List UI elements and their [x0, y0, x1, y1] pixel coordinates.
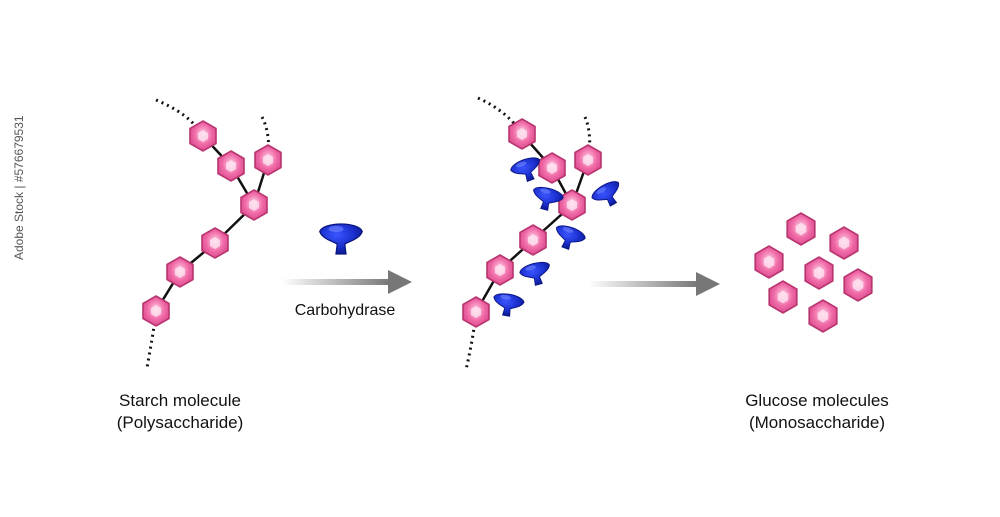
hexagon-icon [240, 189, 268, 221]
enzyme-icon [550, 222, 588, 254]
hexagon-icon [808, 299, 838, 333]
starch-caption-subtitle: (Polysaccharide) [116, 413, 244, 432]
hexagon-icon [508, 118, 536, 150]
starch-glucose-units [142, 120, 282, 327]
hexagon-icon [166, 256, 194, 288]
enzyme-starch-complex [462, 96, 628, 371]
hexagon-icon [843, 268, 873, 302]
hexagon-icon [829, 226, 859, 260]
hexagon-icon [519, 224, 547, 256]
hexagon-icon [486, 254, 514, 286]
hexagon-icon [189, 120, 217, 152]
hexagon-icon [201, 227, 229, 259]
glucose-caption-title: Glucose molecules [745, 391, 889, 410]
glucose-caption: Glucose molecules (Monosaccharide) [712, 390, 922, 434]
stock-watermark: Adobe Stock | #576679531 [12, 115, 26, 260]
starch-molecule [142, 98, 282, 369]
hexagon-icon [558, 189, 586, 221]
starch-caption: Starch molecule (Polysaccharide) [80, 390, 280, 434]
hexagon-icon [217, 150, 245, 182]
hexagon-icon [804, 256, 834, 290]
hexagon-icon [786, 212, 816, 246]
starch-caption-title: Starch molecule [119, 391, 241, 410]
hexagon-icon [462, 296, 490, 328]
starch-chain-bonds [154, 135, 270, 312]
enzyme-icon [319, 223, 363, 255]
complex-glucose-units [462, 118, 602, 328]
hexagon-icon [768, 280, 798, 314]
hexagon-icon [754, 245, 784, 279]
enzyme-icon [588, 177, 628, 213]
hexagon-icon [574, 144, 602, 176]
hexagon-icon [142, 295, 170, 327]
arrow-right-icon [588, 272, 720, 296]
enzyme-icon [490, 291, 526, 319]
hexagon-icon [254, 144, 282, 176]
complex-chain-ends [464, 96, 592, 371]
enzyme-icon [517, 259, 555, 289]
arrow-right-icon [282, 270, 412, 294]
enzyme-caption: Carbohydrase [294, 302, 396, 319]
glucose-caption-subtitle: (Monosaccharide) [748, 413, 886, 432]
hexagon-icon [538, 152, 566, 184]
glucose-molecules [754, 212, 873, 333]
